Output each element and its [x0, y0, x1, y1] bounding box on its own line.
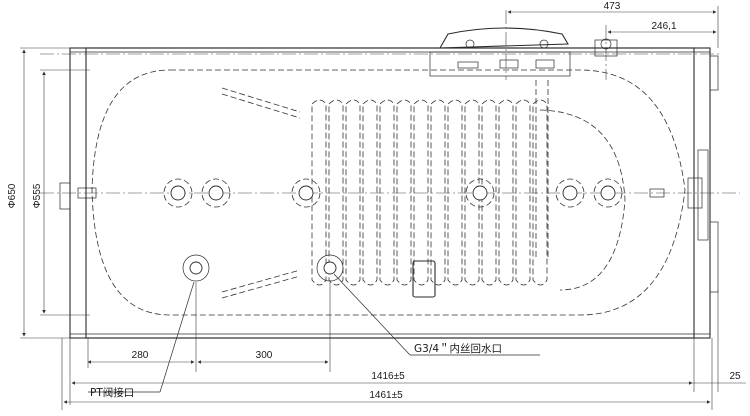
dimension-top-overall: 473 [507, 1, 719, 48]
dimension-length-inner: 1416±5 [71, 338, 695, 392]
inspection-window [412, 260, 436, 298]
dimension-bottom-280: 280 [69, 282, 197, 405]
coil-loop [345, 99, 361, 286]
coil-loop [328, 99, 344, 286]
coil-loop [413, 99, 429, 286]
right-25-label: 25 [729, 371, 741, 382]
top-flange [429, 27, 618, 77]
coil-loop [532, 99, 548, 286]
coil-loop [447, 99, 463, 286]
center-port [593, 178, 623, 208]
pt-valve-callout: PT阀接口 [88, 281, 195, 399]
heating-coil [221, 87, 548, 299]
coil-loop [396, 99, 412, 286]
center-port [465, 178, 495, 208]
coil-loop [379, 99, 395, 286]
top-overall-label: 473 [604, 1, 621, 12]
diameter-inner-label: Φ555 [32, 183, 43, 208]
coil-loop [464, 99, 480, 286]
diameter-outer-label: Φ650 [7, 183, 18, 208]
length-inner-label: 1416±5 [371, 371, 405, 382]
dimension-diameter-inner: Φ555 [32, 69, 90, 316]
center-port [291, 178, 321, 208]
center-port [201, 178, 231, 208]
top-outlet-label: 246,1 [651, 21, 676, 32]
pt-valve-port [182, 254, 210, 282]
inner-tank [91, 69, 686, 316]
coil-loop [430, 99, 446, 286]
dimension-top-outlet: 246,1 [607, 21, 717, 34]
dimension-right-25: 25 [690, 290, 746, 392]
dimension-bottom-300: 300 [197, 282, 331, 372]
center-port [555, 178, 585, 208]
center-ports [77, 177, 703, 209]
return-port-callout: G3/4＂内丝回水口 [333, 273, 540, 356]
coil-loop [481, 99, 497, 286]
bottom-280-label: 280 [132, 350, 149, 361]
return-port-label: G3/4＂内丝回水口 [414, 342, 502, 355]
dimension-diameter-outer: Φ650 [7, 47, 70, 339]
length-outer-label: 1461±5 [369, 390, 403, 401]
coil-loop [311, 99, 327, 286]
center-port [163, 178, 193, 208]
coil-loop [498, 99, 514, 286]
bottom-300-label: 300 [256, 350, 273, 361]
return-water-port [316, 254, 344, 282]
dimension-length-outer: 1461±5 [61, 338, 713, 410]
pt-valve-label: PT阀接口 [90, 386, 134, 399]
coil-loop [362, 99, 378, 286]
coil-loop [515, 99, 531, 286]
